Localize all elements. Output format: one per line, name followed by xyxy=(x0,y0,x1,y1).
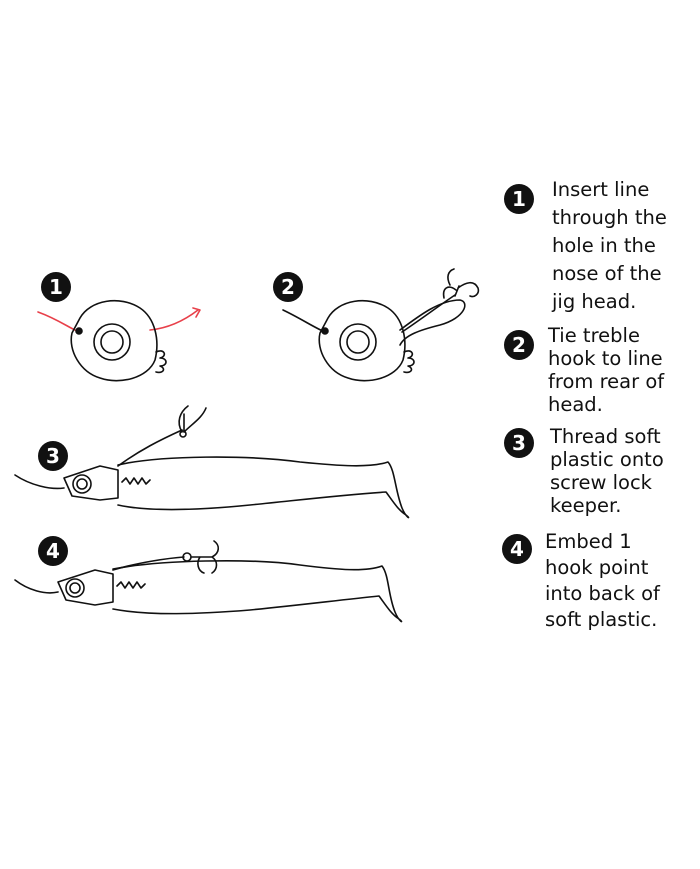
step-line: Tie treble xyxy=(548,324,640,347)
step-line: jig head. xyxy=(552,290,637,313)
diagram-badge-4: 4 xyxy=(38,536,68,566)
step-badge-3: 3 xyxy=(504,428,534,458)
soft-plastic-step-4 xyxy=(14,540,403,623)
step-line: nose of the xyxy=(552,262,662,285)
step-3-text: Thread soft plastic onto screw lock keep… xyxy=(550,425,664,517)
step-2-text: Tie treble hook to line from rear of hea… xyxy=(548,324,664,416)
step-line: Thread soft xyxy=(550,425,661,448)
step-1-text: Insert line through the hole in the nose… xyxy=(552,176,667,316)
step-line: head. xyxy=(548,393,603,416)
soft-plastic-step-3 xyxy=(14,405,410,519)
step-line: hole in the xyxy=(552,234,656,257)
step-badge-2: 2 xyxy=(504,330,534,360)
jig-head-step-1 xyxy=(37,300,201,382)
jig-head-step-2 xyxy=(282,268,480,382)
step-line: through the xyxy=(552,206,667,229)
step-line: from rear of xyxy=(548,370,665,393)
step-badge-4: 4 xyxy=(502,534,532,564)
diagram-badge-3: 3 xyxy=(38,441,68,471)
step-line: Embed 1 xyxy=(545,530,632,553)
step-4-text: Embed 1 hook point into back of soft pla… xyxy=(545,529,660,633)
step-line: keeper. xyxy=(550,494,622,517)
step-line: hook to line xyxy=(548,347,663,370)
step-line: into back of xyxy=(545,582,660,605)
step-line: hook point xyxy=(545,556,649,579)
step-badge-1: 1 xyxy=(504,184,534,214)
step-line: soft plastic. xyxy=(545,608,658,631)
step-line: Insert line xyxy=(552,178,650,201)
diagram-badge-1: 1 xyxy=(41,272,71,302)
step-line: screw lock xyxy=(550,471,652,494)
step-line: plastic onto xyxy=(550,448,664,471)
diagram-badge-2: 2 xyxy=(273,272,303,302)
line-out-arrow xyxy=(149,309,199,331)
